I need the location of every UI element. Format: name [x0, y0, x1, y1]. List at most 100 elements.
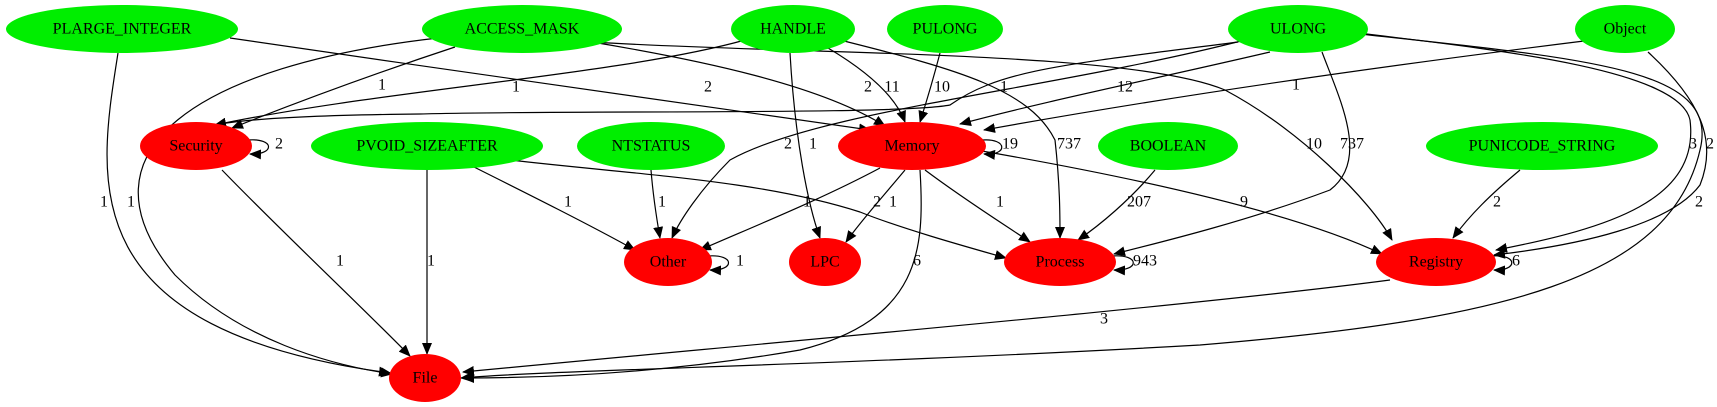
node-label: Other: [650, 254, 687, 271]
edge-handle-to-security: [214, 39, 746, 128]
edge-label: 2: [873, 194, 881, 211]
node-shape: [731, 5, 855, 53]
edge-label: 10: [1306, 136, 1322, 153]
edge-memory-to-file: [462, 169, 922, 383]
node-pvoid-sizeafter: PVOID_SIZEAFTER: [311, 122, 543, 170]
edge-label: 943: [1133, 253, 1157, 270]
edge-label: 1: [996, 194, 1004, 211]
node-label: ACCESS_MASK: [465, 21, 580, 38]
node-shape: [789, 238, 861, 286]
node-shape: [140, 122, 252, 170]
edge-label: 1: [336, 253, 344, 270]
node-plarge-integer: PLARGE_INTEGER: [6, 5, 238, 53]
node-handle: HANDLE: [731, 5, 855, 53]
edge-ulong-to-memory: [959, 51, 1271, 126]
edge-ulong-to-security: [214, 41, 1239, 128]
edge-label: 1: [1292, 77, 1300, 94]
edge-label: 1: [100, 194, 108, 211]
edge-label: 3: [1689, 136, 1697, 153]
node-label: NTSTATUS: [612, 138, 691, 155]
node-shape: [838, 122, 986, 170]
node-shape: [422, 5, 622, 53]
node-label: File: [413, 370, 438, 387]
edge-registry-to-file: [462, 279, 1391, 376]
node-label: PULONG: [913, 21, 978, 38]
edge-process-to-process: [1111, 255, 1134, 276]
edge-object-to-registry: [1493, 51, 1708, 259]
edge-ntstatus-to-other: [650, 169, 664, 239]
node-process: Process: [1004, 238, 1116, 286]
edge-plarge_integer-to-file: [106, 52, 391, 377]
edge-handle-to-memory: [827, 47, 906, 123]
edge-handle-to-lpc: [789, 52, 821, 239]
node-shape: [1004, 238, 1116, 286]
node-shape: [389, 354, 461, 402]
edge-label: 1: [809, 136, 817, 153]
edge-label: 1: [427, 253, 435, 270]
edge-label: 3: [1100, 311, 1108, 328]
node-label: ULONG: [1270, 21, 1326, 38]
edge-label: 1: [512, 79, 520, 96]
edge-memory-to-other: [699, 167, 881, 251]
edge-label: 2: [864, 79, 872, 96]
edge-access_mask-to-security: [231, 46, 456, 129]
node-ulong: ULONG: [1228, 5, 1368, 53]
node-shape: [887, 5, 1003, 53]
node-label: Process: [1036, 254, 1085, 271]
node-shape: [6, 5, 238, 53]
edge-label: 2: [1493, 194, 1501, 211]
edge-label: 1: [803, 194, 811, 211]
node-security: Security: [140, 122, 252, 170]
node-other: Other: [624, 238, 712, 286]
node-pulong: PULONG: [887, 5, 1003, 53]
edge-label: 1: [1000, 79, 1008, 96]
node-label: BOOLEAN: [1130, 138, 1207, 155]
edge-label: 1: [889, 194, 897, 211]
edge-other-to-other: [707, 255, 729, 276]
edge-object-to-memory: [983, 39, 1593, 133]
node-label: HANDLE: [760, 21, 826, 38]
edge-label: 11: [884, 79, 899, 96]
node-object: Object: [1575, 5, 1675, 53]
node-label: Object: [1604, 21, 1647, 38]
edge-ulong-to-process: [1113, 51, 1351, 257]
edge-label: 12: [1117, 79, 1133, 96]
edge-label: 1: [736, 253, 744, 270]
node-shape: [1376, 238, 1496, 286]
node-shape: [577, 122, 725, 170]
nodes-layer: PLARGE_INTEGER ACCESS_MASK HANDLE PULONG ULO…: [6, 5, 1675, 402]
node-label: PUNICODE_STRING: [1469, 138, 1616, 155]
node-label: PLARGE_INTEGER: [53, 21, 192, 38]
edge-ulong-to-file: [460, 33, 1703, 382]
edge-plarge_integer-to-memory: [229, 37, 871, 134]
node-shape: [1228, 5, 1368, 53]
edges-layer: [106, 32, 1708, 383]
node-punicode-string: PUNICODE_STRING: [1426, 122, 1658, 170]
edge-label: 9: [1240, 194, 1248, 211]
edge-access_mask-to-file: [137, 37, 439, 378]
node-memory: Memory: [838, 122, 986, 170]
edge-label: 2: [784, 136, 792, 153]
edge-label: 207: [1127, 194, 1151, 211]
edge-security-to-file: [221, 169, 411, 357]
node-shape: [311, 122, 543, 170]
edge-ulong-to-registry: [1357, 32, 1692, 253]
edge-memory-to-registry: [975, 149, 1383, 255]
edge-label: 737: [1340, 136, 1364, 153]
edge-label: 737: [1057, 136, 1081, 153]
edge-label: 2: [704, 79, 712, 96]
edge-punicode_string-to-registry: [1452, 169, 1521, 239]
edge-label: 1: [127, 194, 135, 211]
node-lpc: LPC: [789, 238, 861, 286]
edge-pvoid_sizeafter-to-process: [509, 159, 1007, 260]
edge-security-to-security: [247, 139, 269, 160]
edge-boolean-to-process: [1077, 169, 1156, 241]
node-file: File: [389, 354, 461, 402]
node-shape: [1098, 122, 1238, 170]
edge-label: 6: [913, 253, 921, 270]
edge-pulong-to-memory: [918, 52, 941, 123]
node-label: Memory: [884, 138, 939, 155]
node-ntstatus: NTSTATUS: [577, 122, 725, 170]
